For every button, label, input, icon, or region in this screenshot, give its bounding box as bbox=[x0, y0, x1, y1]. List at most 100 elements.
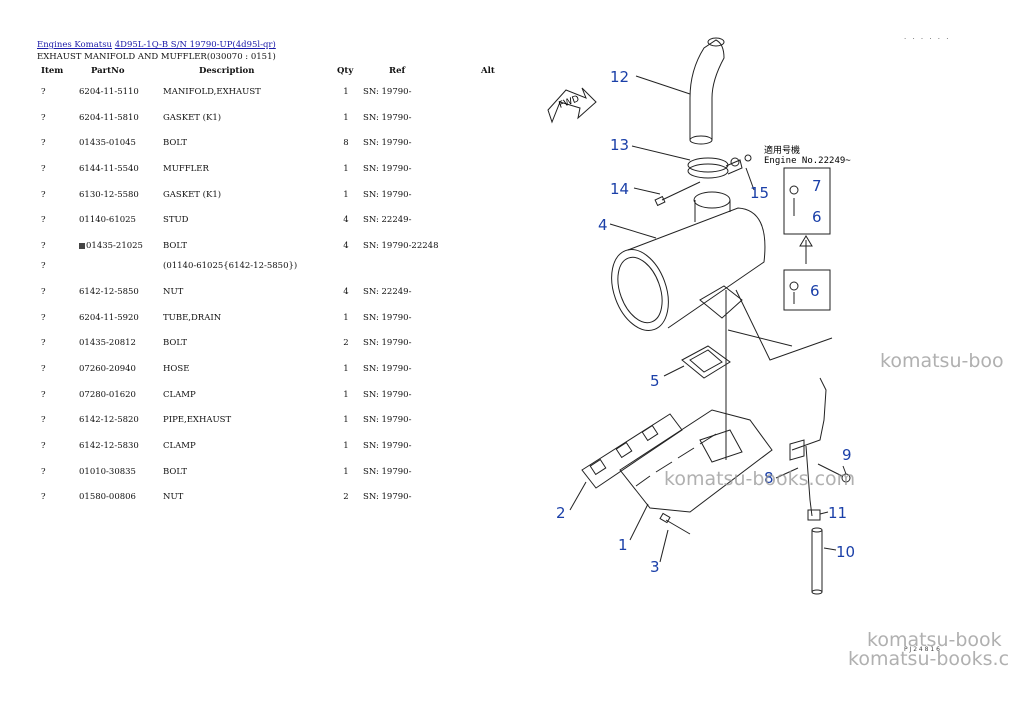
callout-4: 4 bbox=[598, 216, 608, 234]
row-partno-text: 6204-11-5810 bbox=[79, 112, 139, 123]
row-qty-text: 8 bbox=[343, 138, 349, 149]
row-alt bbox=[471, 486, 499, 512]
row-alt bbox=[471, 435, 499, 461]
muffler-drawing bbox=[611, 191, 766, 331]
row-qty: 1 bbox=[333, 81, 359, 107]
table-row: ? (01140-61025{6142-12-5850}) bbox=[33, 261, 499, 281]
row-item-text: ? bbox=[41, 164, 46, 175]
row-qty-text: 1 bbox=[343, 440, 349, 451]
row-ref-text: SN: 19790- bbox=[363, 87, 412, 97]
clamp-drawing bbox=[687, 157, 743, 179]
row-partno-text: 01010-30835 bbox=[79, 466, 136, 477]
row-description: CLAMP bbox=[159, 384, 333, 410]
row-alt bbox=[471, 281, 499, 307]
callout-15: 15 bbox=[750, 184, 769, 202]
row-ref: SN: 19790-22248 bbox=[359, 235, 471, 261]
row-item-text: ? bbox=[41, 466, 46, 477]
callout-10: 10 bbox=[836, 543, 855, 561]
row-partno: 6130-12-5580 bbox=[75, 184, 159, 210]
row-item: ? bbox=[33, 158, 75, 184]
callout-1: 1 bbox=[618, 536, 628, 554]
applicable-note-line1: 適用号機 bbox=[764, 144, 800, 156]
row-item: ? bbox=[33, 261, 75, 281]
row-ref: SN: 19790- bbox=[359, 358, 471, 384]
row-description-text: BOLT bbox=[163, 466, 187, 477]
row-item: ? bbox=[33, 81, 75, 107]
row-qty: 1 bbox=[333, 358, 359, 384]
row-partno: 6204-11-5810 bbox=[75, 107, 159, 133]
row-item: ? bbox=[33, 358, 75, 384]
breadcrumb: Engines Komatsu 4D95L-1Q-B S/N 19790-UP(… bbox=[37, 40, 276, 50]
row-partno: 6144-11-5540 bbox=[75, 158, 159, 184]
row-description-text: BOLT bbox=[163, 138, 187, 149]
row-partno-text: 07260-20940 bbox=[79, 363, 136, 374]
inset-box-old-spec bbox=[783, 269, 831, 311]
inset-stud-drawing bbox=[789, 185, 799, 216]
row-qty-text: 1 bbox=[343, 87, 349, 97]
callout-5: 5 bbox=[650, 372, 660, 390]
hose-drawing bbox=[807, 509, 823, 595]
row-qty: 1 bbox=[333, 307, 359, 333]
row-description: BOLT bbox=[159, 461, 333, 487]
row-description-text: GASKET (K1) bbox=[163, 189, 222, 200]
row-ref: SN: 19790- bbox=[359, 107, 471, 133]
corner-dots: . . . . . . bbox=[904, 33, 951, 41]
row-item-text: ? bbox=[41, 492, 46, 503]
row-ref: SN: 19790- bbox=[359, 435, 471, 461]
row-qty: 2 bbox=[333, 332, 359, 358]
callout-8: 8 bbox=[764, 469, 774, 487]
row-ref-text: SN: 19790- bbox=[363, 415, 412, 426]
row-partno-text: 6144-11-5540 bbox=[79, 164, 139, 175]
breadcrumb-link-engines[interactable]: Engines Komatsu bbox=[37, 40, 113, 50]
row-description-text: (01140-61025{6142-12-5850}) bbox=[163, 260, 298, 271]
row-qty-text: 4 bbox=[343, 286, 349, 297]
row-ref-text: SN: 19790- bbox=[363, 466, 412, 477]
callout-11: 11 bbox=[828, 504, 847, 522]
row-partno-text: 6142-12-5830 bbox=[79, 440, 139, 451]
col-header-ref: Ref bbox=[389, 66, 406, 76]
row-partno: 6142-12-5820 bbox=[75, 409, 159, 435]
row-partno-text: 6142-12-5850 bbox=[79, 286, 139, 297]
callout-7: 7 bbox=[812, 177, 822, 195]
row-description: NUT bbox=[159, 281, 333, 307]
row-description: HOSE bbox=[159, 358, 333, 384]
callout-14: 14 bbox=[610, 180, 629, 198]
row-partno: 01580-00806 bbox=[75, 486, 159, 512]
row-item-text: ? bbox=[41, 440, 46, 451]
row-ref: SN: 19790- bbox=[359, 307, 471, 333]
row-partno-text: 01435-01045 bbox=[79, 138, 136, 149]
row-description-text: PIPE,EXHAUST bbox=[163, 415, 232, 426]
row-description-text: NUT bbox=[163, 492, 184, 503]
row-partno-text: 6204-11-5920 bbox=[79, 312, 139, 323]
row-partno-text: 01580-00806 bbox=[79, 492, 136, 503]
row-alt bbox=[471, 209, 499, 235]
row-alt bbox=[471, 81, 499, 107]
row-description-text: BOLT bbox=[163, 241, 187, 252]
row-description: GASKET (K1) bbox=[159, 107, 333, 133]
row-description: (01140-61025{6142-12-5850}) bbox=[159, 261, 333, 281]
row-description: BOLT bbox=[159, 132, 333, 158]
row-ref-text: SN: 19790- bbox=[363, 312, 412, 323]
diagram-code: P J 2 4 8 1 6 bbox=[904, 646, 940, 653]
row-ref: SN: 19790- bbox=[359, 409, 471, 435]
row-description-text: TUBE,DRAIN bbox=[163, 312, 222, 323]
row-item-text: ? bbox=[41, 312, 46, 323]
breadcrumb-link-model[interactable]: 4D95L-1Q-B S/N 19790-UP(4d95l-qr) bbox=[114, 40, 276, 50]
watermark-4: komatsu-books.c bbox=[848, 648, 1010, 670]
row-item-text: ? bbox=[41, 389, 46, 400]
row-partno bbox=[75, 261, 159, 281]
inset-bolt-drawing bbox=[789, 281, 799, 304]
row-partno: 07280-01620 bbox=[75, 384, 159, 410]
row-qty-text: 1 bbox=[343, 112, 349, 123]
row-item: ? bbox=[33, 461, 75, 487]
row-description: NUT bbox=[159, 486, 333, 512]
row-description: MANIFOLD,EXHAUST bbox=[159, 81, 333, 107]
